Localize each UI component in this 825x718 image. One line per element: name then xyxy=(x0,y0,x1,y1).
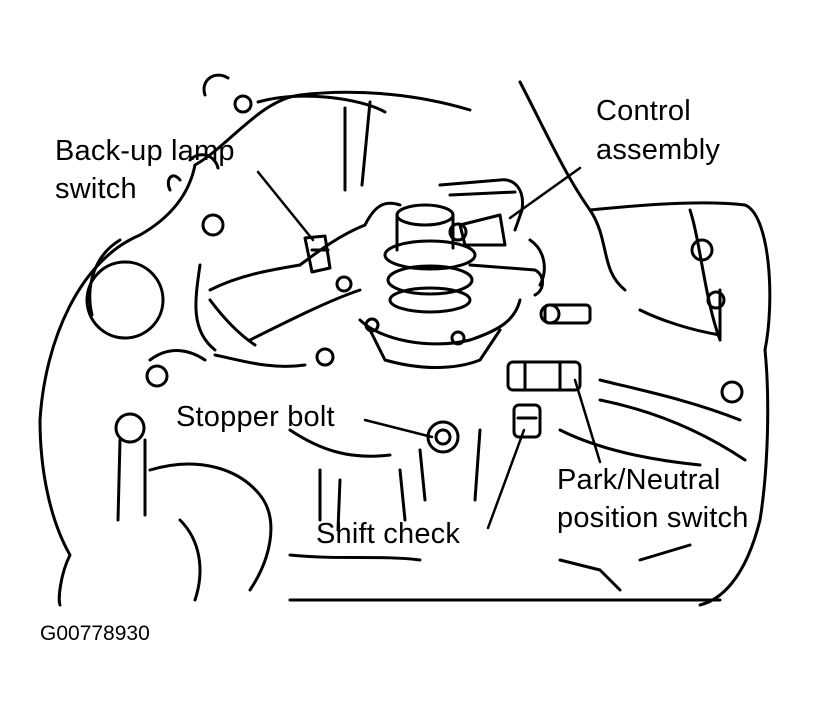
figure-code: G00778930 xyxy=(40,622,150,645)
control-assembly-part xyxy=(358,178,592,369)
leader-park-neutral xyxy=(573,378,602,464)
label-park-neutral-line1: Park/Neutral xyxy=(557,464,721,496)
leader-lines xyxy=(256,166,602,530)
leader-shift-check xyxy=(486,428,526,530)
transaxle-case-outline xyxy=(38,73,772,607)
label-control-line1: Control xyxy=(596,95,691,127)
label-park-neutral-line2: position switch xyxy=(557,502,749,534)
leader-stopper-bolt xyxy=(363,418,434,439)
park-neutral-switch-part xyxy=(506,360,582,392)
leader-control-assembly xyxy=(508,166,582,220)
label-stopper-bolt: Stopper bolt xyxy=(176,401,335,433)
leader-backup-lamp xyxy=(256,170,315,242)
backup-lamp-switch-part xyxy=(303,234,332,274)
label-backup-lamp-line2: switch xyxy=(55,173,137,205)
label-backup-lamp-line1: Back-up lamp xyxy=(55,135,235,167)
shift-check-part xyxy=(512,403,542,439)
label-shift-check: Shift check xyxy=(316,518,461,550)
label-control-line2: assembly xyxy=(596,134,721,166)
lower-case-region xyxy=(148,398,747,602)
